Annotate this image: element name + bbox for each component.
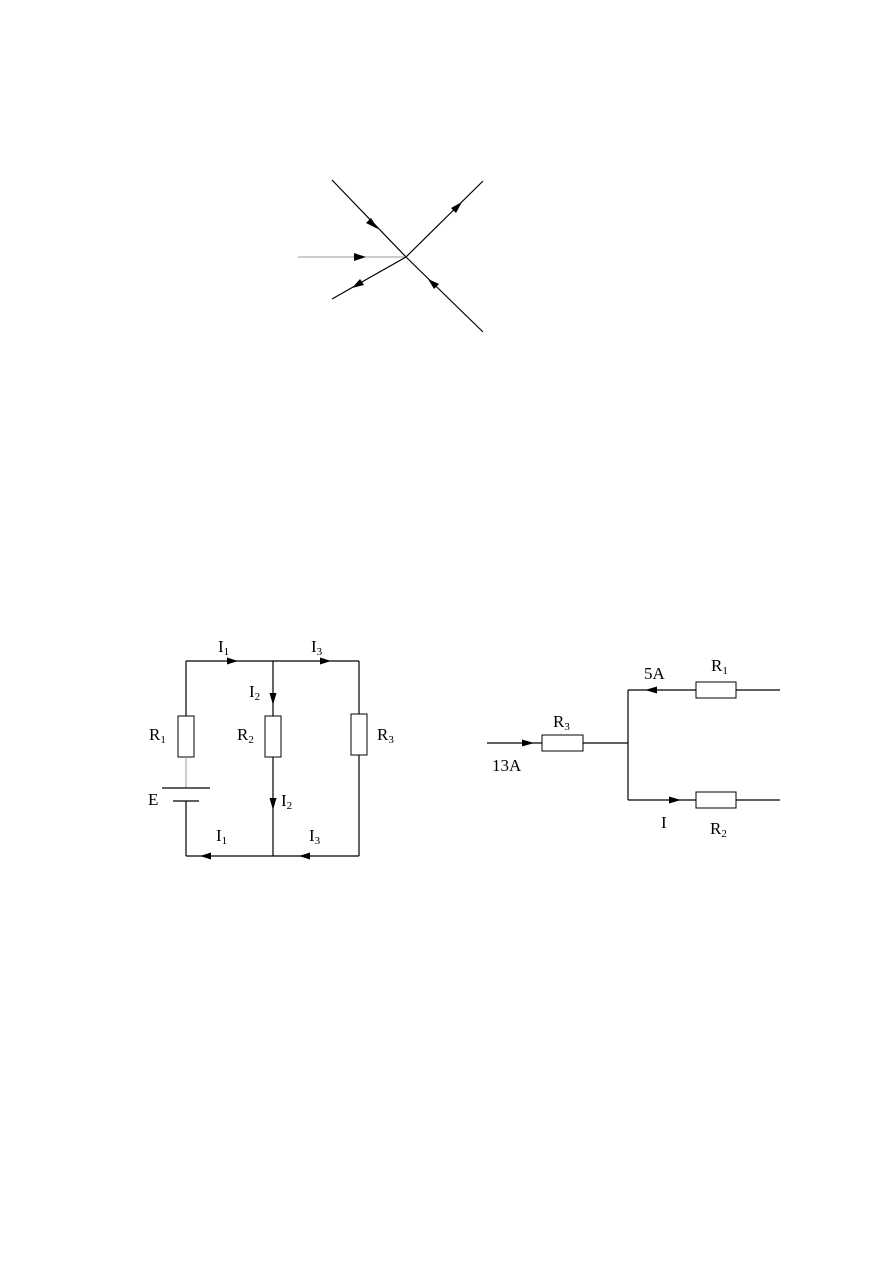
arrow-out-bottom-left [352,279,364,288]
arrow-i1-top [227,657,238,665]
arrow-i1-bottom [200,852,211,860]
label-i1-bottom: I1 [216,826,227,847]
label-r1-branch: R1 [711,656,728,677]
label-i: I [661,813,667,832]
wire-in-top-left [331,179,407,258]
arrow-in-bottom-right [428,279,439,289]
wire-out-bottom-left [331,256,407,300]
label-r3-series: R3 [553,712,570,733]
label-r1: R1 [149,725,166,746]
arrow-i2-upper [269,693,277,705]
label-i2-lower: I2 [281,791,292,812]
wire-out-top-right [405,180,484,258]
label-13a: 13A [492,756,522,775]
label-i2-upper: I2 [249,682,260,703]
resistor-r1 [177,715,195,758]
arrow-in-left [354,253,366,261]
arrow-in-top-left [366,218,378,229]
label-r2-branch: R2 [710,819,727,840]
arrow-i [669,796,681,804]
label-r3: R3 [377,725,394,746]
arrow-13a [522,739,534,747]
branch-circuit-diagram: R3 13A 5A R1 I R2 [487,656,780,840]
label-5a: 5A [644,664,666,683]
junction-diagram [298,179,484,333]
resistor-r1-branch [695,681,737,699]
arrow-i2-lower [269,798,277,810]
label-i3-bottom: I3 [309,826,321,847]
arrow-i3-top [320,657,331,665]
resistor-r2 [264,715,282,758]
arrow-i3-bottom [299,852,310,860]
label-r2: R2 [237,725,254,746]
arrow-out-top-right [451,202,462,213]
resistor-r3-series [541,734,584,752]
label-i1-top: I1 [218,637,229,658]
label-i3-top: I3 [311,637,323,658]
wire-in-bottom-right [405,256,484,333]
arrow-5a [645,686,657,694]
bridge-circuit-diagram: I1 I3 I2 R1 R2 R3 E I2 I1 I3 [148,637,394,860]
resistor-r2-branch [695,791,737,809]
label-e: E [148,790,158,809]
resistor-r3 [350,713,368,756]
